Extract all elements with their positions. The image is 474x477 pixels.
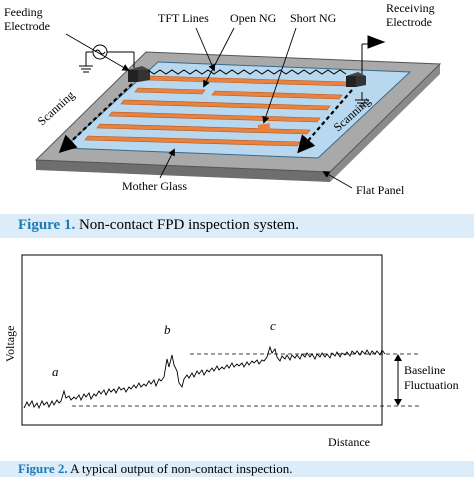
figure-1-diagram: Feeding Electrode TFT Lines Open NG Shor… [4,1,442,197]
flat-panel-side [36,160,330,182]
peak-label-c: c [270,318,276,333]
receiving-electrode-label: Receiving [386,1,435,15]
flat-panel-side-right [330,64,440,182]
ac-source [79,44,135,73]
receiving-electrode [346,72,366,87]
baseline-label-1: Baseline [404,363,445,377]
figure-2-plot: a b c Voltage Distance Baseline Fluctuat… [3,254,459,449]
label-pointers [65,27,353,189]
short-ng-label: Short NG [290,11,337,25]
feeding-electrode [128,66,150,82]
short-ng-marker [257,123,271,132]
ground-symbol-right [355,35,386,107]
mother-glass-label: Mother Glass [122,179,187,193]
figure-1-caption-text: Non-contact FPD inspection system. [75,217,299,233]
plot-frame [21,254,383,426]
x-axis-label: Distance [328,435,370,449]
flat-panel-label: Flat Panel [356,183,405,197]
peak-label-a: a [52,364,59,379]
receiving-electrode-label-2: Electrode [386,15,432,29]
figure-1-caption: Figure 1. Non-contact FPD inspection sys… [0,214,474,238]
figure-2-caption: Figure 2. A typical output of non-contac… [0,461,474,477]
scanning-arrow-right [297,89,353,154]
peak-label-b: b [164,322,171,337]
feeding-electrode-label: Feeding [4,5,43,19]
figure-1-number: Figure 1. [18,217,76,233]
y-axis-label: Voltage [3,326,17,362]
mother-glass [62,61,412,159]
scanning-label-left: Scanning [35,88,78,128]
figure-2-caption-text: A typical output of non-contact inspecti… [67,461,293,476]
feeding-electrode-label-2: Electrode [4,19,50,33]
open-ng-label: Open NG [230,11,277,25]
baseline-label-2: Fluctuation [404,378,459,392]
figure-2-number: Figure 2. [18,461,68,476]
scanning-arrow-left [58,83,133,154]
tft-lines [84,75,351,147]
tft-lines-label: TFT Lines [158,11,209,25]
signal-wave [147,69,347,75]
voltage-trace [23,345,386,410]
